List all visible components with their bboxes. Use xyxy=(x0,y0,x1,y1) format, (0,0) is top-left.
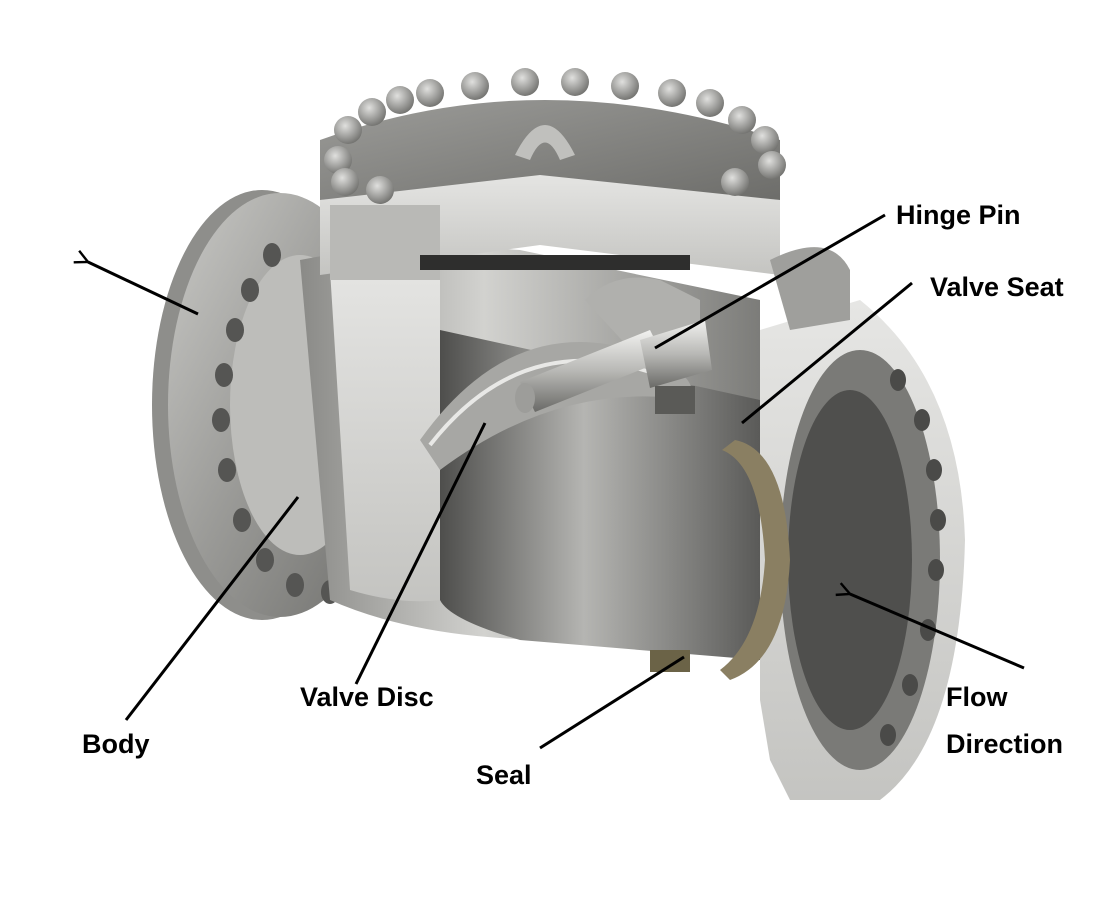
flow-direction-label-line2: Direction xyxy=(946,729,1064,759)
bonnet-cover xyxy=(320,68,786,280)
seal-label: Seal xyxy=(476,760,532,790)
valve-seat-leader xyxy=(741,281,913,425)
bonnet-bolts xyxy=(324,68,786,204)
seal-leader xyxy=(539,655,685,750)
side-boss xyxy=(770,247,850,330)
seat-ring xyxy=(650,440,790,680)
body-label: Body xyxy=(82,729,150,759)
hinge-pin-leader xyxy=(654,213,886,350)
flow-direction-label: Flow Direction xyxy=(946,674,1063,768)
valve-disc-leader xyxy=(354,422,487,685)
valve-seat-label: Valve Seat xyxy=(930,272,1064,302)
flow-direction-label-line1: Flow xyxy=(946,682,1008,712)
right-flange xyxy=(760,300,965,800)
flow-direction-arrow xyxy=(850,594,1025,670)
hinge-pin-label: Hinge Pin xyxy=(896,200,1021,230)
body-leader xyxy=(124,496,300,721)
leader-lines xyxy=(88,213,1025,750)
valve-disc-label: Valve Disc xyxy=(300,682,434,712)
outlet-arrow xyxy=(88,262,199,316)
